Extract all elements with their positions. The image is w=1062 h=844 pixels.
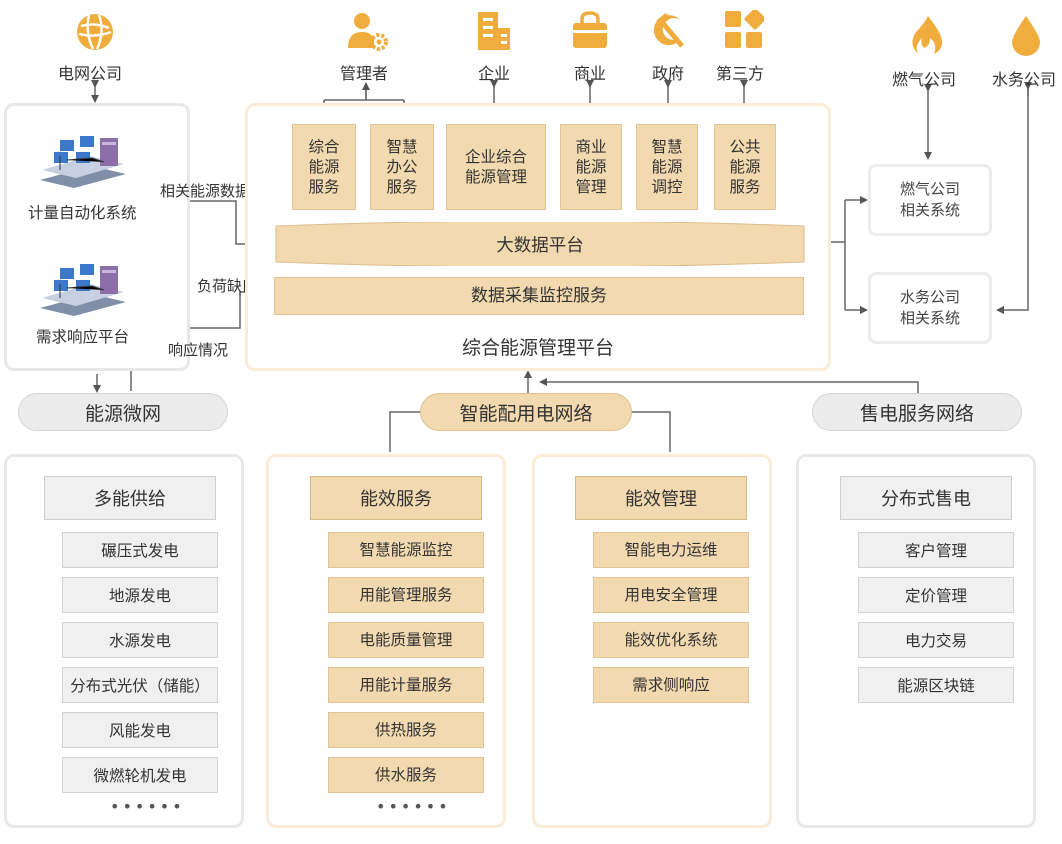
platform-service-box: 智慧 能源 调控	[636, 124, 698, 210]
column-item: 碾压式发电	[62, 532, 218, 568]
gas-company-label: 燃气公司	[892, 70, 957, 89]
column-header: 多能供给	[44, 476, 216, 520]
commerce-label: 商业	[574, 64, 607, 83]
column-item: 微燃轮机发电	[62, 757, 218, 793]
platform-service-box: 商业 能源 管理	[560, 124, 622, 210]
manager-label: 管理者	[340, 64, 389, 83]
energy-microgrid-pill: 能源微网	[18, 393, 228, 431]
column-item: 电力交易	[858, 622, 1014, 658]
flame-icon	[912, 16, 942, 54]
column-item: 用能管理服务	[328, 577, 484, 613]
water-drop-icon	[1012, 16, 1040, 56]
column-item: 能源区块链	[858, 667, 1014, 703]
column-header: 分布式售电	[840, 476, 1012, 520]
manager-icon	[348, 13, 388, 51]
load-gap-label: 负荷缺口	[197, 277, 258, 295]
column-item: 客户管理	[858, 532, 1014, 568]
gas-related-systems-box: 燃气公司 相关系统	[868, 164, 992, 236]
column-item: 智慧能源监控	[328, 532, 484, 568]
platform-service-box: 企业综合 能源管理	[446, 124, 546, 210]
grid-company-label: 电网公司	[58, 64, 123, 83]
column-item: 用电安全管理	[593, 577, 749, 613]
more-indicator: ••••••	[110, 797, 185, 816]
column-item: 电能质量管理	[328, 622, 484, 658]
metering-system-label: 计量自动化系统	[28, 204, 137, 222]
column-item: 分布式光伏（储能）	[62, 667, 218, 703]
smart-distribution-network-pill: 智能配用电网络	[420, 393, 632, 431]
column-item: 需求侧响应	[593, 667, 749, 703]
water-related-systems-box: 水务公司 相关系统	[868, 272, 992, 344]
third-party-label: 第三方	[716, 64, 765, 83]
platform-service-box: 公共 能源 服务	[714, 124, 776, 210]
column-item: 用能计量服务	[328, 667, 484, 703]
column-item: 智能电力运维	[593, 532, 749, 568]
retail-service-network-pill: 售电服务网络	[812, 393, 1022, 431]
network-computers-icon	[40, 136, 126, 188]
network-computers-icon	[40, 264, 126, 316]
column-item: 供热服务	[328, 712, 484, 748]
column-item: 地源发电	[62, 577, 218, 613]
hammer-sickle-icon	[653, 12, 684, 48]
demand-response-label: 需求响应平台	[36, 328, 130, 346]
platform-title: 综合能源管理平台	[461, 337, 614, 359]
platform-service-box: 综合 能源 服务	[292, 124, 356, 210]
big-data-label: 大数据平台	[496, 236, 584, 256]
apps-grid-icon	[725, 10, 764, 48]
column-header: 能效管理	[575, 476, 747, 520]
column-item: 供水服务	[328, 757, 484, 793]
column-item: 定价管理	[858, 577, 1014, 613]
water-company-label: 水务公司	[992, 70, 1057, 89]
response-status-label: 响应情况	[168, 341, 229, 359]
data-collection-monitoring-box: 数据采集监控服务	[274, 277, 804, 315]
column-item: 风能发电	[62, 712, 218, 748]
shopping-bag-icon	[573, 11, 607, 48]
column-header: 能效服务	[310, 476, 482, 520]
enterprise-label: 企业	[478, 64, 511, 83]
building-icon	[478, 12, 510, 50]
government-label: 政府	[652, 64, 685, 83]
left-systems-panel	[4, 103, 190, 371]
column-item: 水源发电	[62, 622, 218, 658]
platform-service-box: 智慧 办公 服务	[370, 124, 434, 210]
globe-icon	[77, 14, 113, 50]
column-item: 能效优化系统	[593, 622, 749, 658]
big-data-banner	[275, 222, 805, 266]
more-indicator: ••••••	[376, 797, 451, 816]
related-energy-data-label: 相关能源数据	[160, 182, 251, 200]
